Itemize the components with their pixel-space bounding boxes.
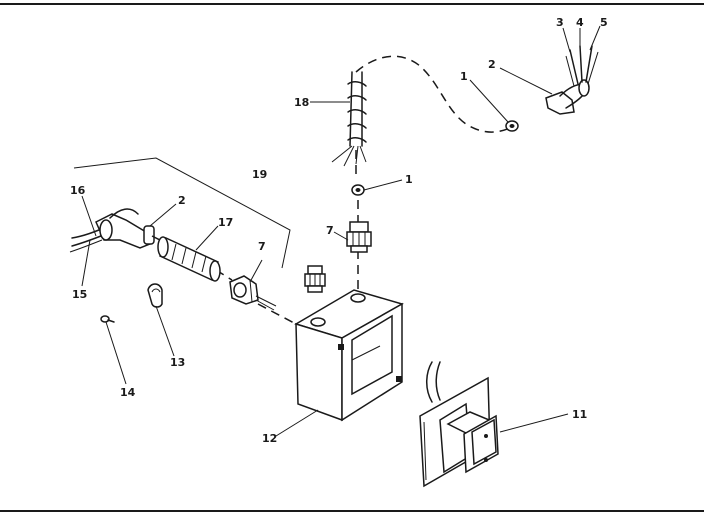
label-part-16: 16 xyxy=(70,184,86,197)
spiral-wrap xyxy=(347,71,367,147)
grommet-middle xyxy=(351,184,365,196)
label-part-15: 15 xyxy=(72,288,87,301)
grommet-upper xyxy=(505,120,519,132)
elbow-connector-upper xyxy=(545,45,599,115)
screw xyxy=(100,315,115,323)
label-part-11: 11 xyxy=(572,408,587,421)
label-part-7-center: 7 xyxy=(326,224,334,237)
label-part-17: 17 xyxy=(218,216,233,229)
cord-sleeve xyxy=(157,236,221,282)
cable-assembly xyxy=(331,55,511,292)
label-part-19: 19 xyxy=(252,168,267,181)
strain-relief-connector xyxy=(229,275,277,311)
junction-box xyxy=(294,289,404,422)
label-part-7-left: 7 xyxy=(258,240,266,253)
fitting-small xyxy=(304,265,326,293)
leader-lines xyxy=(81,25,601,437)
fitting-center xyxy=(346,221,372,253)
label-part-2-left: 2 xyxy=(178,194,186,207)
label-part-12: 12 xyxy=(262,432,277,445)
label-part-2-upper: 2 xyxy=(488,58,496,71)
clip xyxy=(147,283,163,308)
cord-assembly xyxy=(69,157,297,325)
label-part-13: 13 xyxy=(170,356,185,369)
label-part-4: 4 xyxy=(576,16,584,29)
label-part-18: 18 xyxy=(294,96,309,109)
label-part-1-upper: 1 xyxy=(460,70,468,83)
label-part-5: 5 xyxy=(600,16,608,29)
label-part-1-middle: 1 xyxy=(405,173,413,186)
label-part-14: 14 xyxy=(120,386,136,399)
transformer xyxy=(419,361,499,488)
label-part-3: 3 xyxy=(556,16,564,29)
